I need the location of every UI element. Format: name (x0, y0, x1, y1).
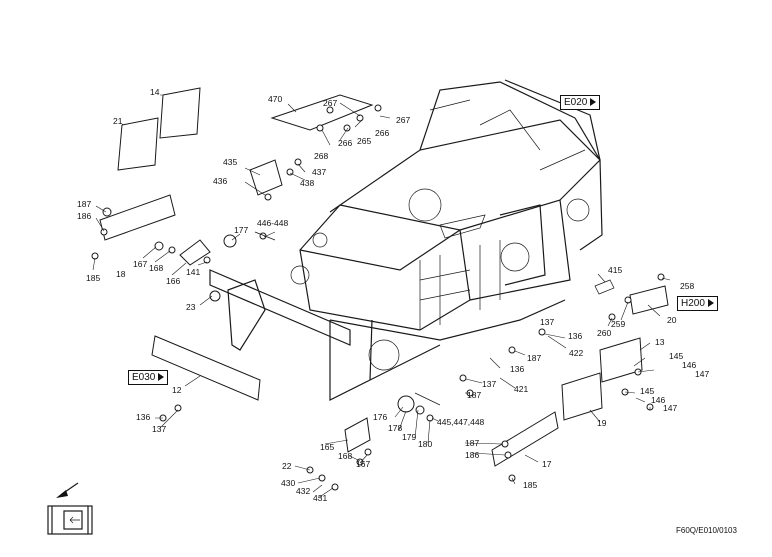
part-21-panel (117, 117, 159, 171)
figure-code: F60Q/E010/0103 (676, 526, 737, 535)
part-470-plate (270, 94, 374, 131)
label-177: 177 (234, 225, 248, 235)
label-136b: 136 (510, 364, 524, 374)
label-146a: 146 (682, 360, 696, 370)
label-268: 268 (314, 151, 328, 161)
label-266a: 266 (375, 128, 389, 138)
label-265: 265 (357, 136, 371, 146)
label-266b: 266 (338, 138, 352, 148)
label-18: 18 (116, 269, 126, 279)
label-187c: 187 (465, 438, 479, 448)
label-178: 178 (388, 423, 402, 433)
part-18-bracket (99, 194, 176, 241)
label-22: 22 (282, 461, 292, 471)
label-167b: 167 (356, 459, 370, 469)
label-445-447-448: 445,447,448 (437, 417, 485, 427)
label-17: 17 (542, 459, 552, 469)
part-166-plate (179, 239, 211, 266)
label-187b: 187 (467, 390, 481, 400)
label-147b: 147 (663, 403, 677, 413)
label-165: 165 (320, 442, 334, 452)
label-166: 166 (166, 276, 180, 286)
label-145b: 145 (640, 386, 654, 396)
part-20-bracket (629, 285, 669, 315)
label-259: 259 (611, 319, 625, 329)
label-145a: 145 (669, 351, 683, 361)
part-19-panel (561, 372, 603, 421)
label-180: 180 (418, 439, 432, 449)
label-258: 258 (680, 281, 694, 291)
part-435-bracket (249, 159, 283, 196)
label-422: 422 (569, 348, 583, 358)
label-260: 260 (597, 328, 611, 338)
label-14: 14 (150, 87, 160, 97)
label-438: 438 (300, 178, 314, 188)
label-421: 421 (514, 384, 528, 394)
label-137a: 137 (540, 317, 554, 327)
label-146b: 146 (651, 395, 665, 405)
label-21: 21 (113, 116, 123, 126)
label-186b: 186 (465, 450, 479, 460)
label-136a: 136 (568, 331, 582, 341)
ref-e020-link[interactable]: E020 (560, 95, 601, 110)
orientation-icon (47, 482, 93, 535)
label-432: 432 (296, 486, 310, 496)
label-185: 185 (86, 273, 100, 283)
label-431: 431 (313, 493, 327, 503)
label-23: 23 (186, 302, 196, 312)
ref-e030-link[interactable]: E030 (128, 370, 169, 385)
label-187a: 187 (527, 353, 541, 363)
label-141: 141 (186, 267, 200, 277)
part-13-panel (599, 337, 643, 383)
label-430: 430 (281, 478, 295, 488)
ref-h200-label: H200 (681, 298, 705, 309)
label-267b: 267 (396, 115, 410, 125)
label-176: 176 (373, 412, 387, 422)
label-137c: 137 (152, 424, 166, 434)
part-17-bracket (491, 411, 559, 467)
label-186: 186 (77, 211, 91, 221)
ref-e020-label: E020 (564, 97, 588, 108)
label-168b: 168 (338, 451, 352, 461)
label-436: 436 (213, 176, 227, 186)
label-435: 435 (223, 157, 237, 167)
panels (99, 87, 669, 467)
label-470: 470 (268, 94, 282, 104)
label-179: 179 (402, 432, 416, 442)
fasteners (91, 104, 665, 491)
label-437: 437 (312, 167, 326, 177)
label-267a: 267 (323, 98, 337, 108)
part-12-plate (151, 335, 261, 401)
arrow-right-icon (590, 98, 597, 107)
label-185b: 185 (523, 480, 537, 490)
label-415: 415 (608, 265, 622, 275)
label-137b: 137 (482, 379, 496, 389)
ref-h200-link[interactable]: H200 (677, 296, 718, 311)
leader-lines (92, 94, 671, 499)
part-labels: 14 21 470 267 267 266 266 265 268 435 43… (77, 87, 709, 503)
part-14-panel (159, 87, 201, 139)
arrow-right-icon (158, 373, 165, 382)
label-19: 19 (597, 418, 607, 428)
label-13: 13 (655, 337, 665, 347)
label-147a: 147 (695, 369, 709, 379)
label-12: 12 (172, 385, 182, 395)
label-168: 168 (149, 263, 163, 273)
label-446-448: 446-448 (257, 218, 288, 228)
label-187: 187 (77, 199, 91, 209)
part-165-plate (344, 417, 371, 453)
label-20: 20 (667, 315, 677, 325)
label-167: 167 (133, 259, 147, 269)
main-frame (209, 79, 603, 401)
arrow-right-icon (707, 299, 714, 308)
label-136c: 136 (136, 412, 150, 422)
ref-e030-label: E030 (132, 372, 156, 383)
